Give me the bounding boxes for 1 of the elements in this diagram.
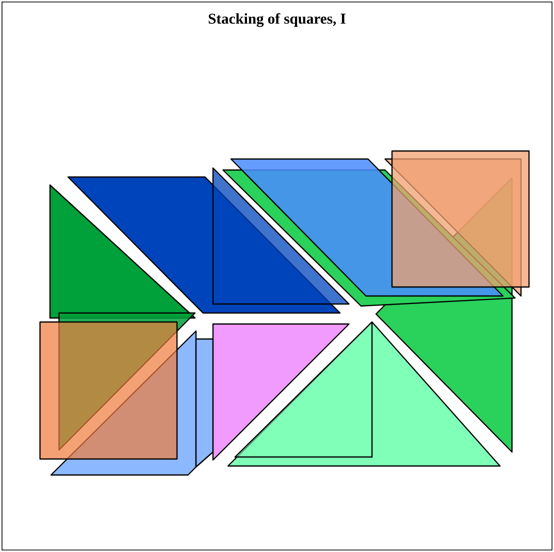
title: Stacking of squares, I <box>208 13 346 27</box>
